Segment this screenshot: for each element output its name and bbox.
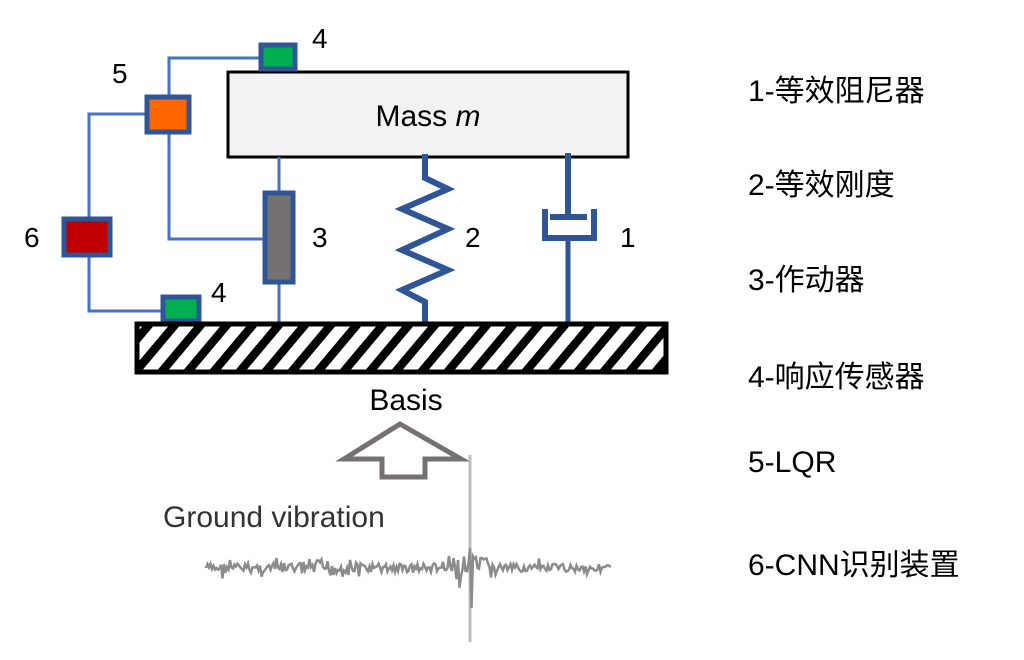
damper bbox=[542, 153, 597, 324]
spring-number: 2 bbox=[465, 222, 481, 253]
identifier-cnn bbox=[61, 216, 113, 258]
wire-controller-to-top-sensor bbox=[167, 56, 264, 98]
actuator-number: 3 bbox=[312, 222, 328, 253]
legend-item-damper: 1-等效阻尼器 bbox=[748, 75, 925, 108]
wire-identifier-to-bottom-sensor bbox=[87, 256, 164, 313]
wire-controller-to-actuator bbox=[167, 133, 263, 241]
legend-item-sensor: 4-响应传感器 bbox=[748, 361, 925, 394]
legend-item-cnn: 6-CNN识别装置 bbox=[748, 549, 960, 582]
damper-number: 1 bbox=[620, 222, 636, 253]
controller-number: 5 bbox=[112, 58, 128, 89]
mass-label: Mass m bbox=[375, 100, 480, 133]
sensor-bottom-number: 4 bbox=[211, 277, 227, 308]
excitation-arrow-icon bbox=[335, 421, 471, 480]
ground-vibration-waveform bbox=[204, 547, 612, 609]
mass-block bbox=[226, 70, 630, 159]
base-label: Basis bbox=[369, 384, 442, 417]
controller-lqr bbox=[144, 94, 192, 135]
legend-item-stiffness: 2-等效刚度 bbox=[748, 169, 895, 202]
sensor-top-number: 4 bbox=[312, 23, 328, 54]
control-wiring bbox=[87, 56, 264, 313]
actuator bbox=[262, 157, 296, 324]
sensor-top bbox=[258, 42, 298, 72]
spring bbox=[394, 154, 456, 324]
ground-vibration-label: Ground vibration bbox=[163, 501, 385, 534]
sensor-bottom bbox=[160, 294, 202, 324]
wire-controller-to-identifier bbox=[87, 112, 150, 218]
identifier-number: 6 bbox=[24, 222, 40, 253]
legend-item-lqr: 5-LQR bbox=[748, 446, 837, 479]
legend-item-actuator: 3-作动器 bbox=[748, 264, 865, 297]
base-ground bbox=[134, 321, 669, 375]
